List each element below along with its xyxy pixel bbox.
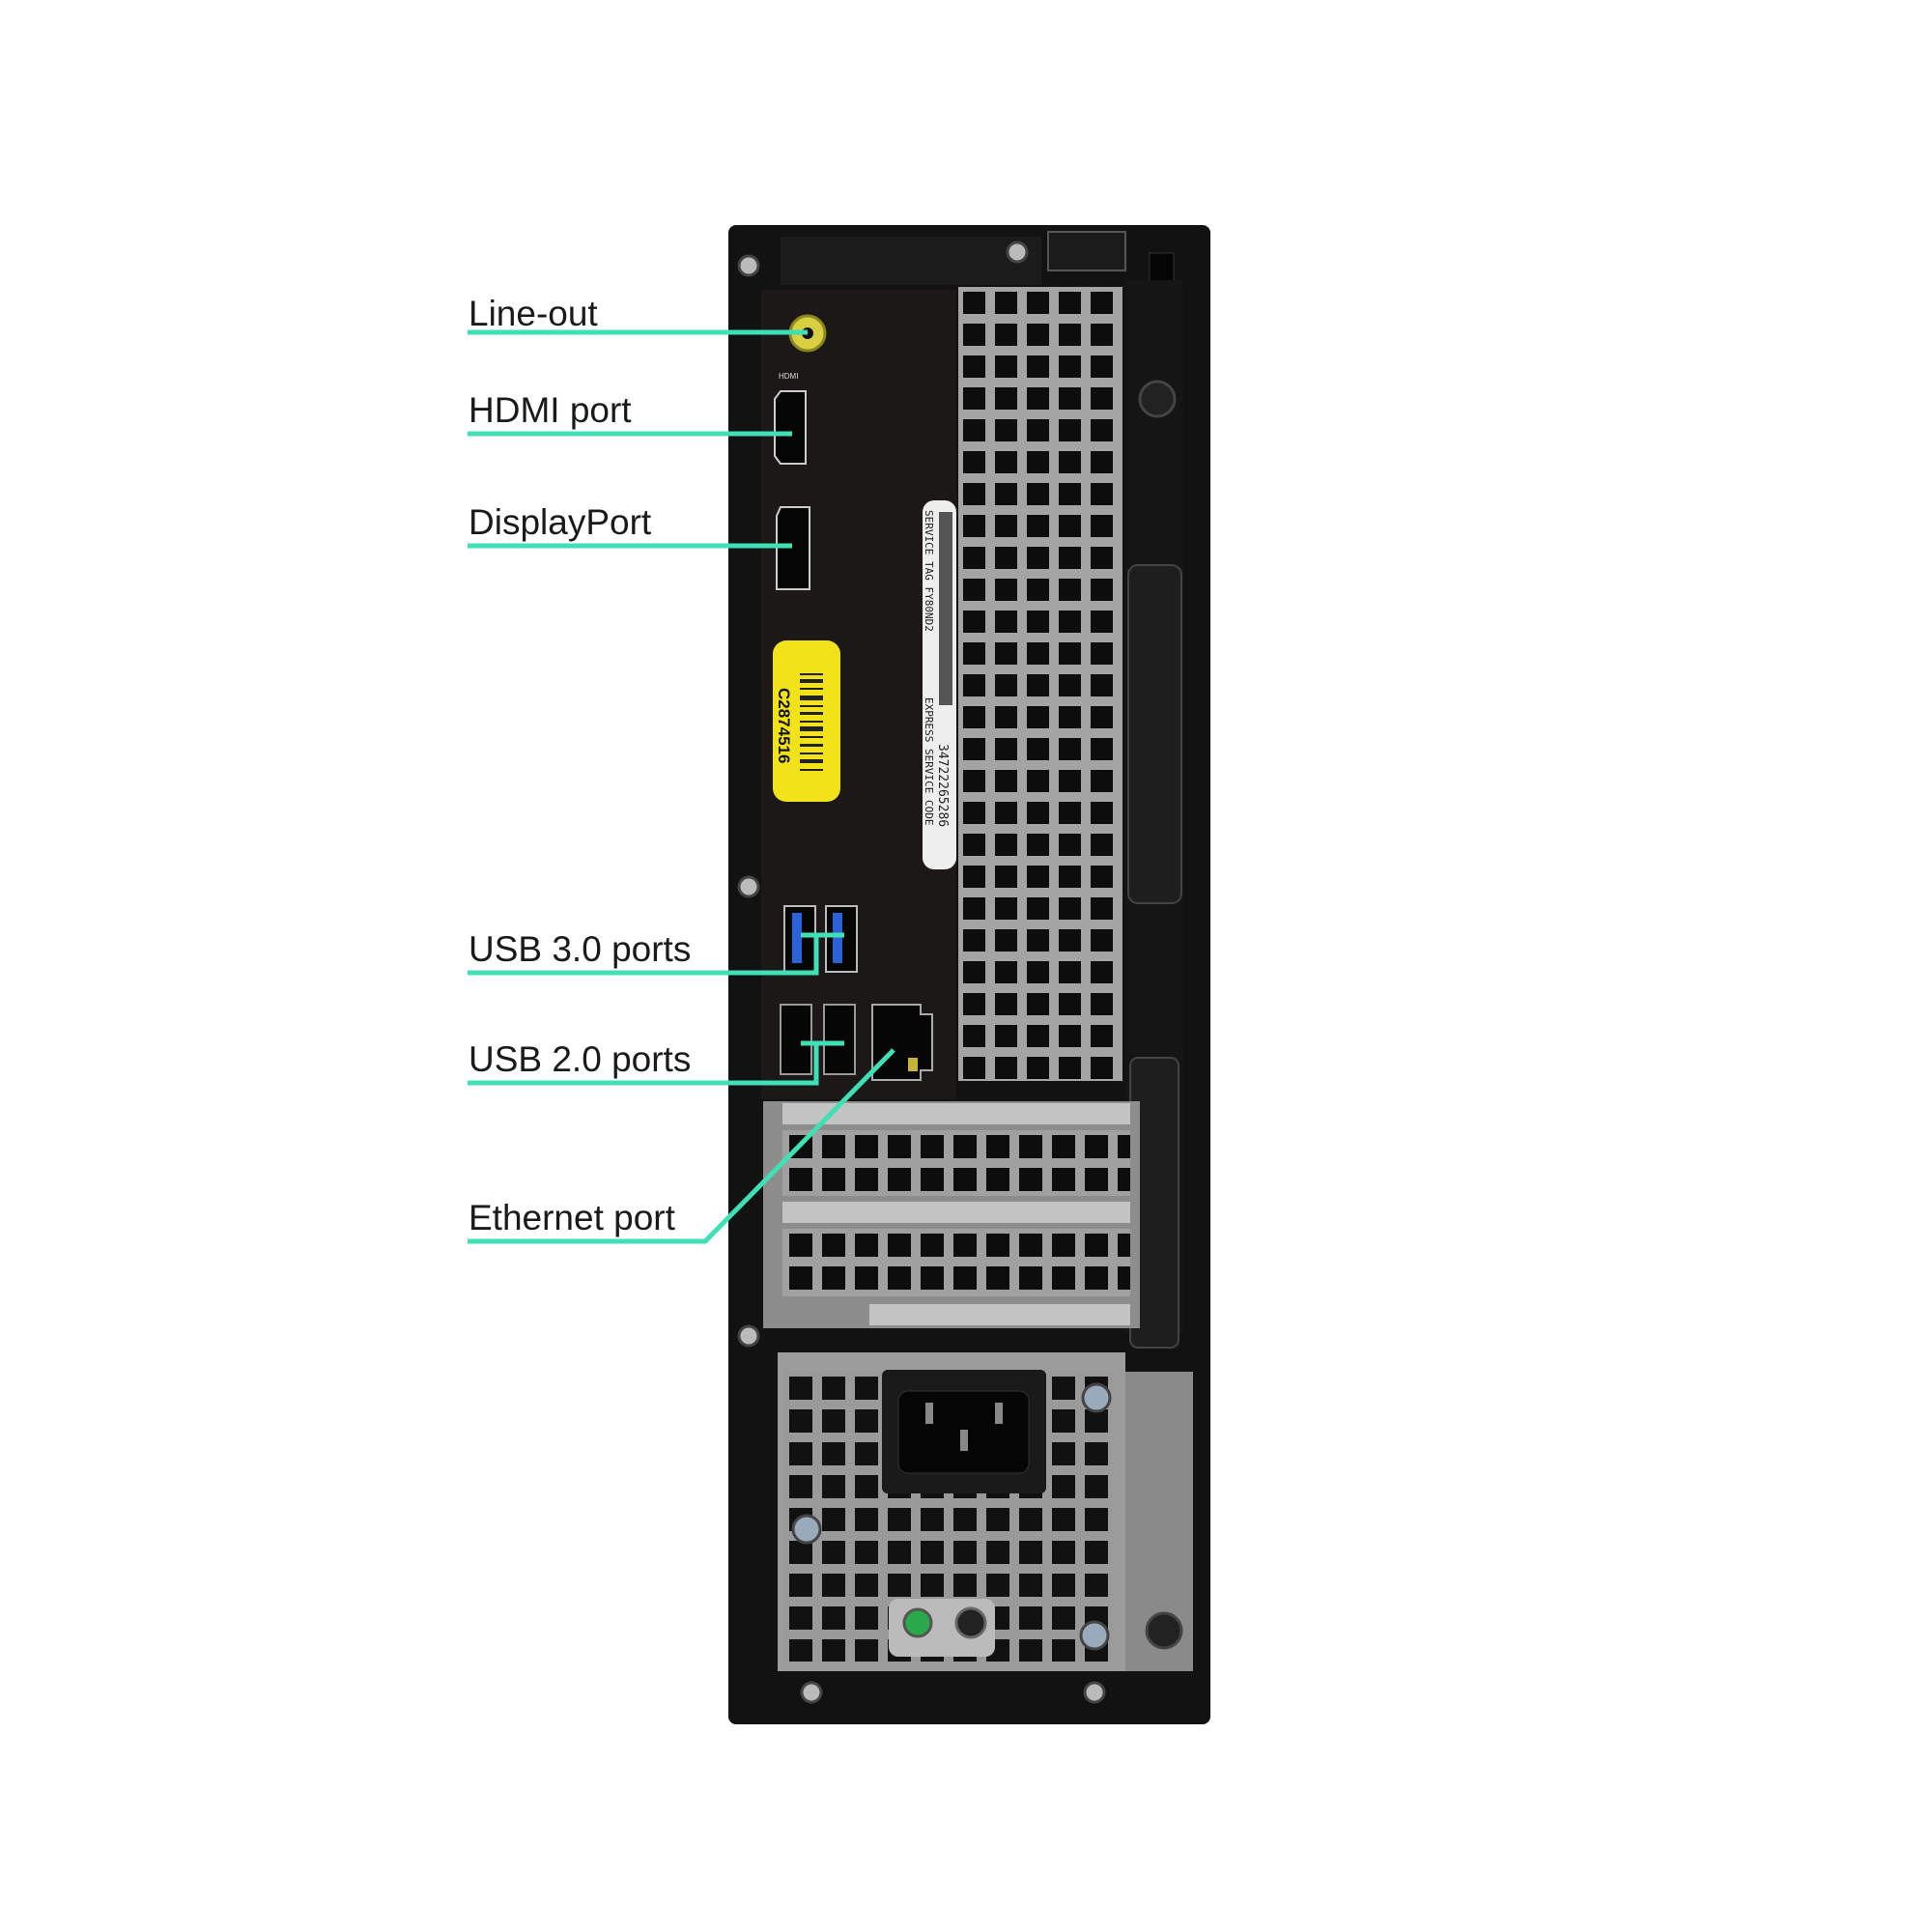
usb2-ports[interactable] (780, 1004, 856, 1075)
displayport-port[interactable] (776, 506, 810, 590)
label-usb3: USB 3.0 ports (469, 929, 691, 969)
service-tag-text: SERVICE TAG FY80ND2 (923, 510, 935, 632)
label-displayport: DisplayPort (469, 502, 652, 542)
ethernet-port[interactable] (871, 1004, 933, 1081)
hdmi-marking: HDMI (779, 372, 798, 381)
label-line-out: Line-out (469, 294, 598, 333)
psu-led-icon (902, 1607, 933, 1638)
power-supply (778, 1352, 1193, 1671)
asset-sticker-text: C2874516 (775, 688, 793, 763)
expansion-slots (763, 1101, 1140, 1328)
hdmi-port[interactable] (774, 390, 807, 465)
vent-grille (958, 287, 1122, 1081)
psu-test-button[interactable] (954, 1606, 987, 1639)
side-handle (1127, 564, 1182, 904)
usb3-ports[interactable] (783, 905, 858, 973)
label-hdmi: HDMI port (469, 390, 632, 430)
express-code-label: EXPRESS SERVICE CODE (923, 697, 935, 825)
callout-lines (468, 329, 895, 1244)
label-usb2: USB 2.0 ports (469, 1039, 691, 1079)
screw-icons (737, 241, 1183, 1704)
label-ethernet: Ethernet port (469, 1198, 676, 1237)
express-code-number: 34722265286 (935, 744, 950, 827)
